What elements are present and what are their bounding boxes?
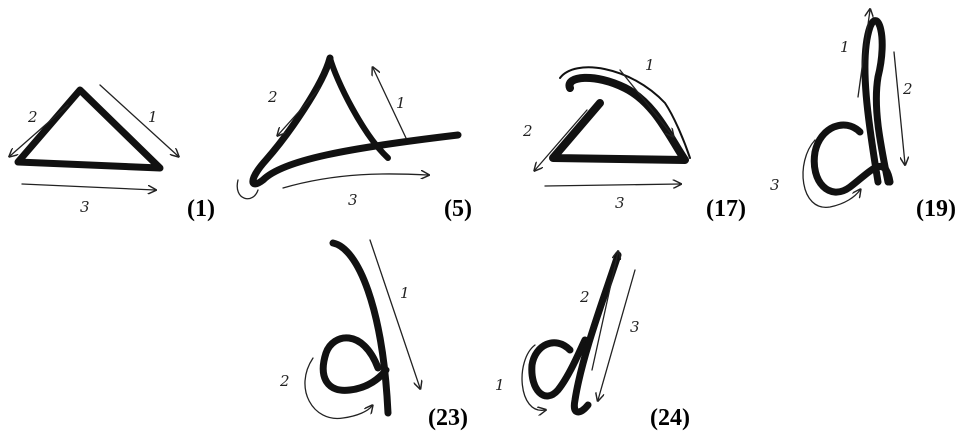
step-number-3: 3 <box>630 318 640 336</box>
stroke-loop-19 <box>865 21 888 182</box>
step-number-1: 1 <box>495 376 505 394</box>
figure-label-19: (19) <box>916 197 956 221</box>
figure-17-drawing: 1 2 3 <box>515 48 715 218</box>
figure-label-17: (17) <box>706 197 746 221</box>
step-number-2: 2 <box>522 122 533 140</box>
step-number-3: 3 <box>770 176 780 194</box>
direction-arrow-3 <box>545 184 680 186</box>
direction-arrow-2 <box>894 52 905 164</box>
step-number-1: 1 <box>840 38 850 56</box>
figure-label-23: (23) <box>428 406 468 430</box>
step-number-2: 2 <box>279 372 290 390</box>
step-number-1: 1 <box>396 94 406 112</box>
step-number-3: 3 <box>615 194 625 212</box>
step-number-3: 3 <box>348 191 358 209</box>
figure-19-drawing: 1 2 3 <box>760 2 920 217</box>
figure-label-5: (5) <box>444 197 472 221</box>
step-number-2: 2 <box>27 108 38 126</box>
step-number-2: 2 <box>267 88 278 106</box>
direction-arrow-3 <box>803 140 860 207</box>
figure-5-drawing: 1 2 3 <box>228 40 468 220</box>
step-number-2: 2 <box>579 288 590 306</box>
figure-23-drawing: 1 2 <box>268 228 448 428</box>
step-number-2: 2 <box>902 80 913 98</box>
figure-label-1: (1) <box>187 197 215 221</box>
figure-label-24: (24) <box>650 406 690 430</box>
step-number-1: 1 <box>400 284 410 302</box>
stroke-triangle-17 <box>553 78 685 160</box>
stroke-bowl-23 <box>323 338 386 391</box>
step-number-1: 1 <box>645 56 655 74</box>
stroke-loop-5 <box>253 58 458 184</box>
direction-arrow-2 <box>278 88 320 135</box>
figure-1-drawing: 1 2 3 <box>0 70 200 220</box>
stroke-stem-24 <box>574 255 618 412</box>
step-number-1: 1 <box>148 108 158 126</box>
direction-arrow-2 <box>10 105 68 156</box>
direction-arrow-3 <box>22 184 155 190</box>
step-number-3: 3 <box>80 198 90 216</box>
figure-24-drawing: 1 2 3 <box>490 240 670 430</box>
stroke-triangle-1 <box>18 90 160 168</box>
